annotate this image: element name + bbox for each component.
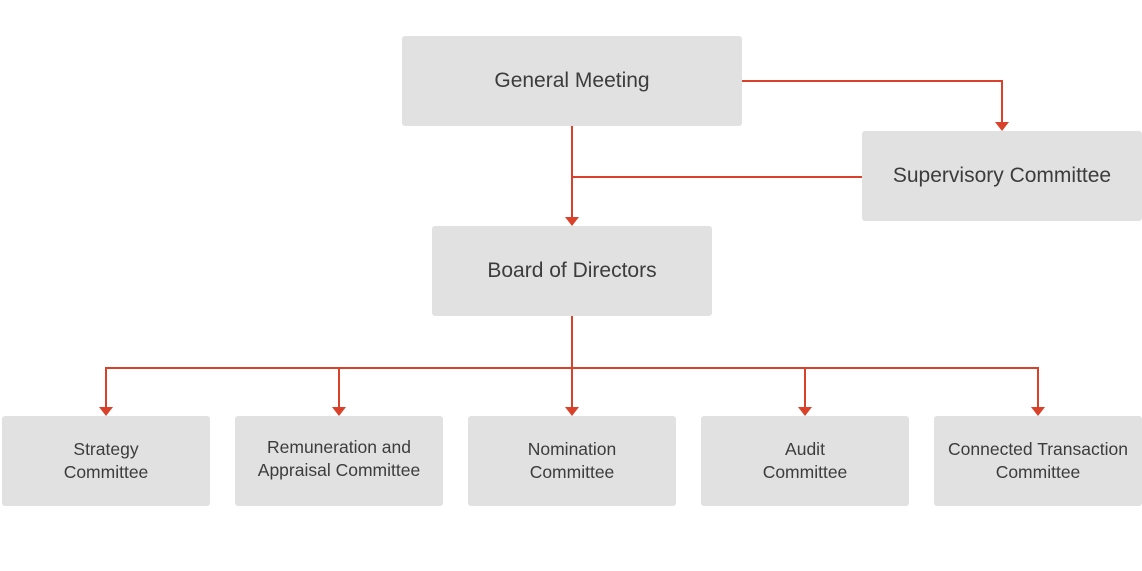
supervisory-committee-box: Supervisory Committee	[862, 131, 1142, 221]
board-of-directors-box: Board of Directors	[432, 226, 712, 316]
nomination-arrowhead	[565, 407, 579, 416]
connected-transaction-committee-label-line1: Connected Transaction	[948, 439, 1128, 459]
audit-committee-label-line1: Audit	[785, 439, 825, 459]
audit-committee-box: Audit Committee	[701, 416, 909, 506]
audit-committee-label-line2: Committee	[762, 462, 848, 482]
board-of-directors-label: Board of Directors	[487, 259, 657, 282]
strategy-arrowhead	[99, 407, 113, 416]
nomination-committee-label-line2: Committee	[529, 462, 615, 482]
remuneration-appraisal-committee-box: Remuneration and Appraisal Committee	[235, 416, 443, 506]
remuneration-committee-label-line1: Remuneration and	[267, 437, 411, 457]
supervisory-committee-label: Supervisory Committee	[892, 164, 1112, 187]
supervisory-arrowhead	[995, 122, 1009, 131]
nomination-committee-label-line1: Nomination	[527, 439, 617, 459]
remuneration-arrowhead	[332, 407, 346, 416]
strategy-committee-label-line1: Strategy	[73, 439, 139, 459]
strategy-committee-box: Strategy Committee	[2, 416, 210, 506]
strategy-committee-label-line2: Committee	[63, 462, 149, 482]
connected-transaction-committee-label-line2: Committee	[995, 462, 1081, 482]
board-arrowhead	[565, 217, 579, 226]
general-meeting-label: General Meeting	[494, 69, 650, 92]
connected-arrowhead	[1031, 407, 1045, 416]
connected-transaction-committee-box: Connected Transaction Committee	[934, 416, 1142, 506]
audit-arrowhead	[798, 407, 812, 416]
nomination-committee-box: Nomination Committee	[468, 416, 676, 506]
general-meeting-box: General Meeting	[402, 36, 742, 126]
remuneration-committee-label-line2: Appraisal Committee	[257, 460, 421, 480]
